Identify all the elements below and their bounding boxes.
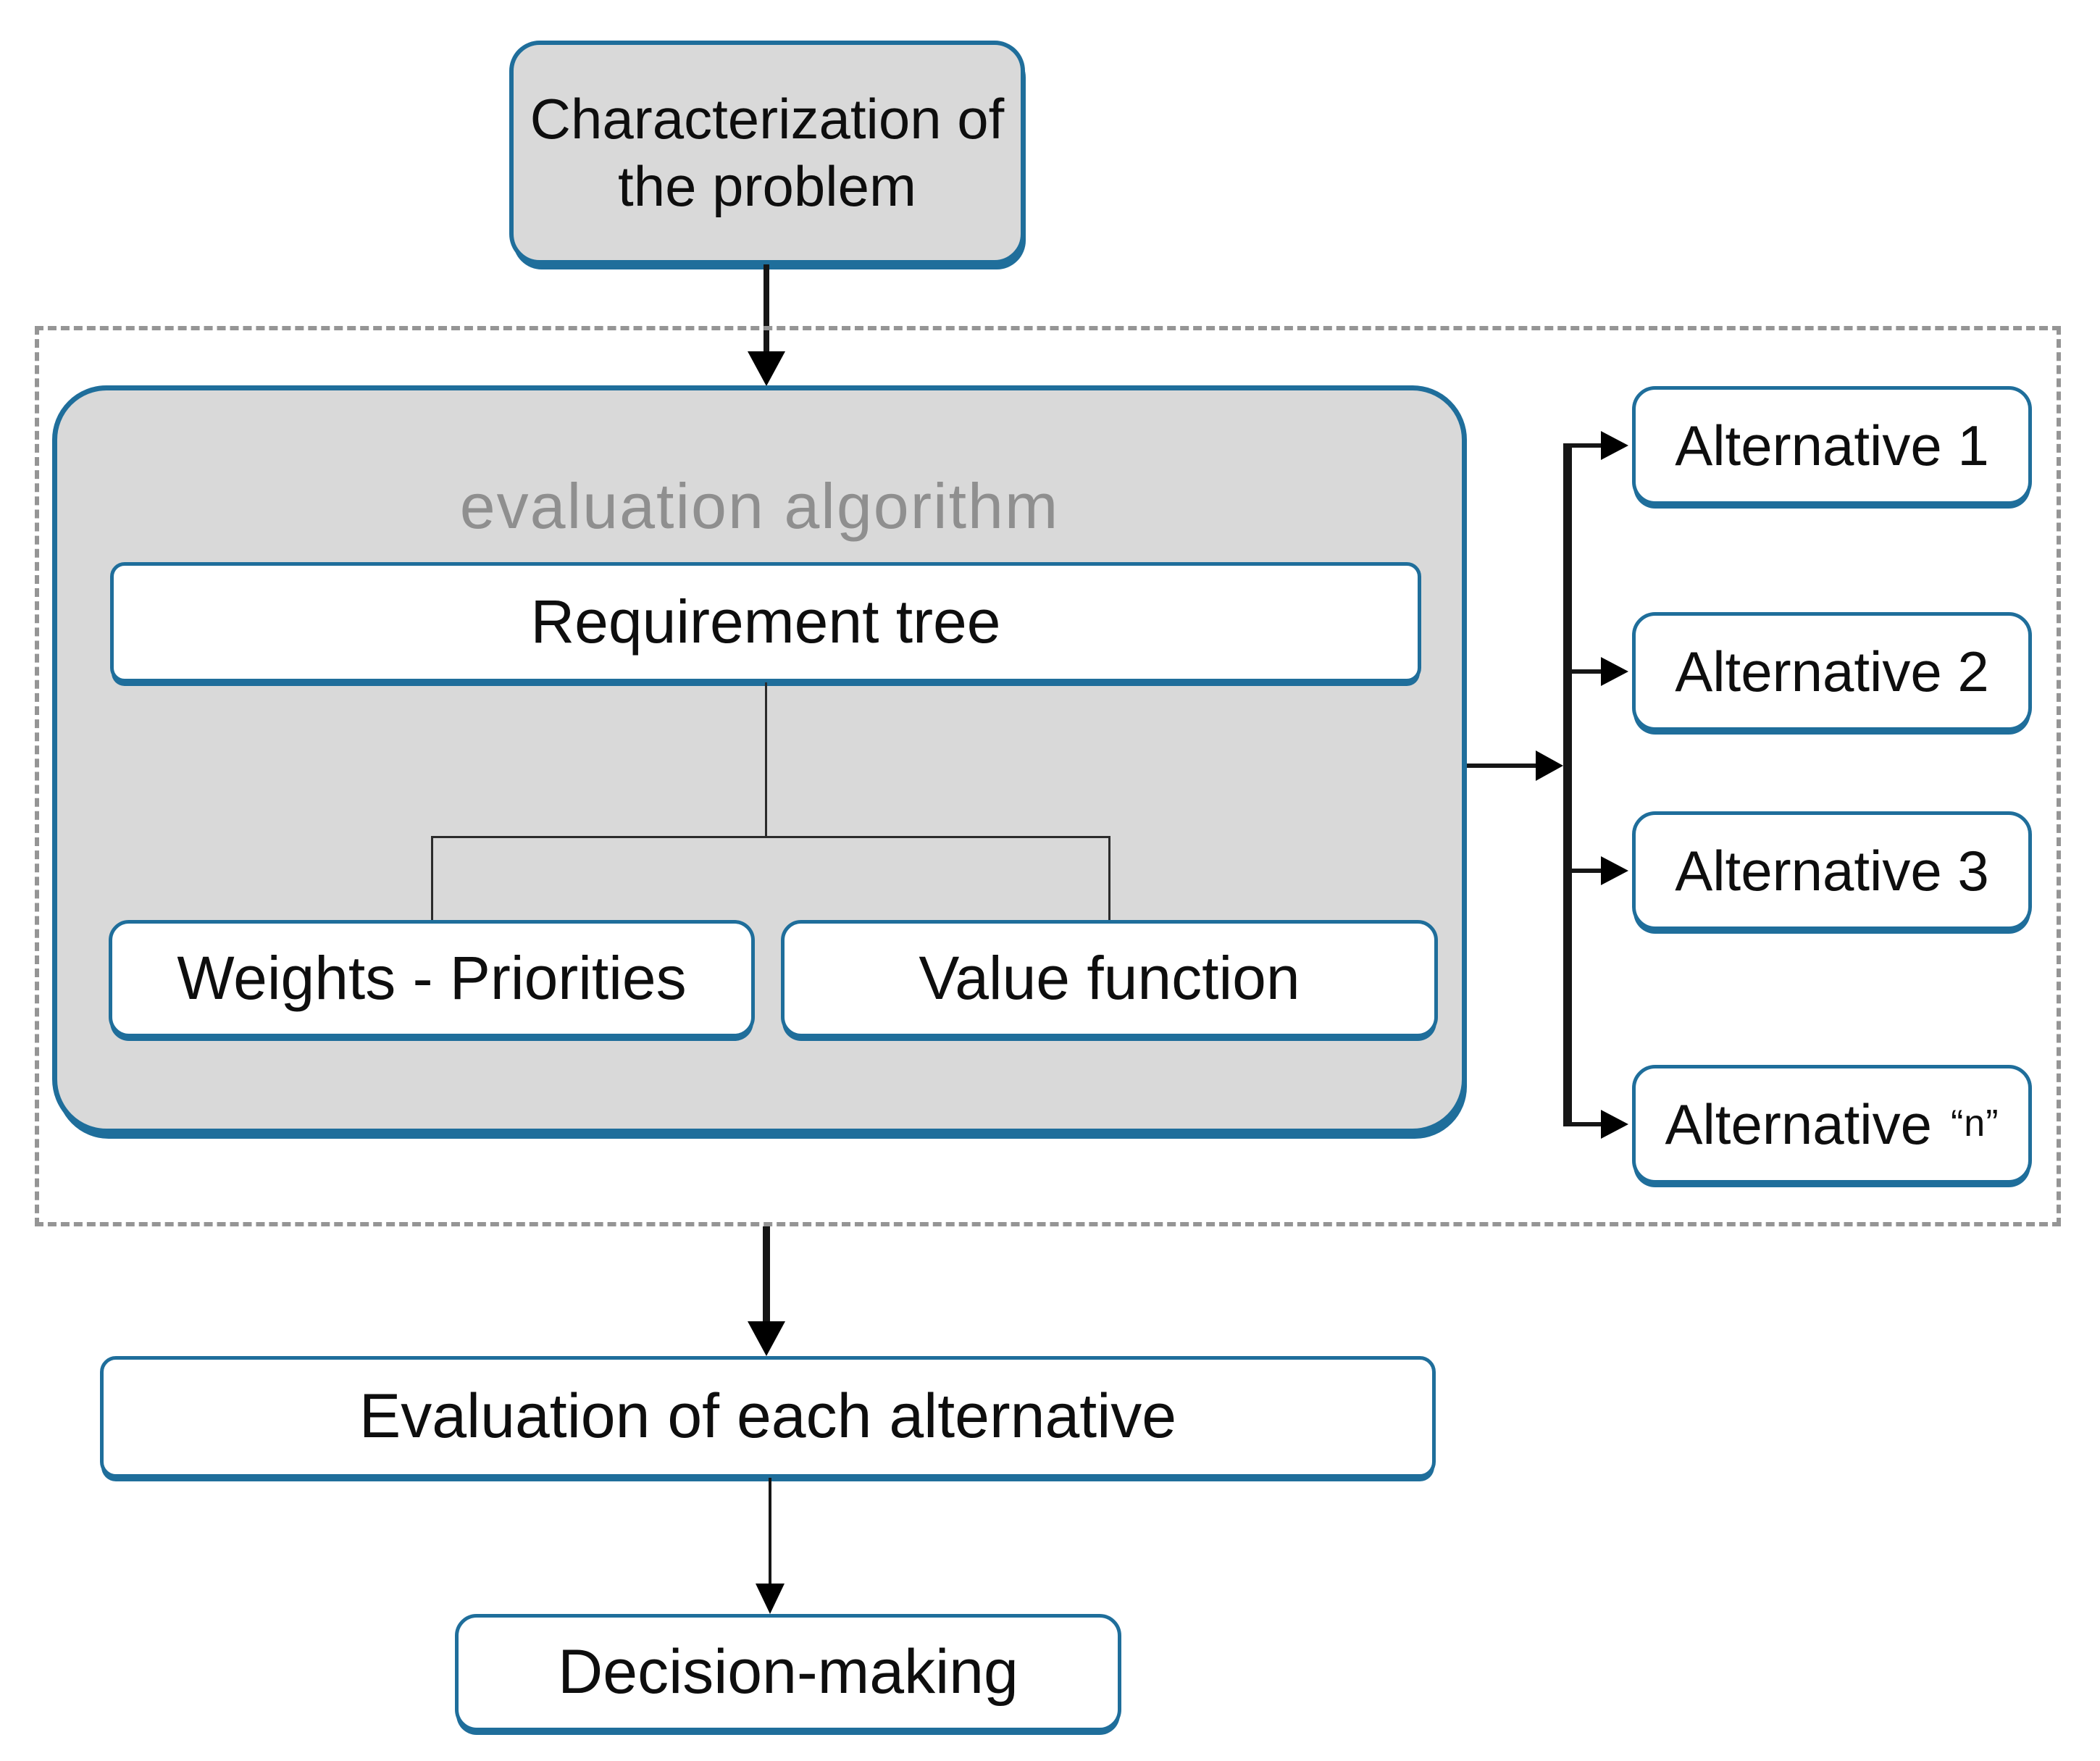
dashed-boundary — [35, 326, 2061, 1226]
decision-making-box: Decision-making — [455, 1614, 1121, 1731]
branch-head-alt-3 — [1601, 856, 1628, 885]
requirement-tree-box: Requirement tree — [110, 562, 1421, 682]
alternative-n-label: Alternative — [1665, 1092, 1932, 1156]
arrow-to-decision-head — [756, 1584, 785, 1614]
tree-connector-drop-right — [1108, 836, 1110, 920]
alternative-2-box: Alternative 2 — [1632, 612, 2032, 731]
alternative-3-box: Alternative 3 — [1632, 811, 2032, 930]
feeder-arrow-line — [1467, 764, 1537, 768]
branch-line-alt-n — [1568, 1122, 1602, 1126]
evaluation-of-each-alternative-box: Evaluation of each alternative — [100, 1356, 1436, 1478]
weights-priorities-label: Weights - Priorities — [177, 944, 687, 1013]
branch-line-alt-3 — [1568, 869, 1602, 873]
tree-connector-drop-left — [431, 836, 433, 920]
branch-head-alt-1 — [1601, 431, 1628, 460]
tree-connector-horizontal — [431, 836, 1110, 838]
decision-making-label: Decision-making — [558, 1637, 1018, 1707]
evaluation-of-each-alternative-label: Evaluation of each alternative — [359, 1381, 1177, 1452]
branch-line-alt-2 — [1568, 669, 1602, 674]
branch-head-alt-2 — [1601, 657, 1628, 686]
alternative-1-box: Alternative 1 — [1632, 386, 2032, 505]
arrow-to-evaluation-head — [748, 1321, 785, 1356]
evaluation-algorithm-label: evaluation algorithm — [459, 470, 1060, 542]
alternative-n-suffix: “n” — [1950, 1103, 1999, 1145]
value-function-box: Value function — [781, 920, 1438, 1037]
requirement-tree-label: Requirement tree — [530, 587, 1001, 656]
feeder-arrow-head — [1536, 750, 1563, 781]
arrow-top-to-algorithm-line — [764, 264, 769, 353]
characterization-box: Characterization of the problem — [509, 41, 1025, 264]
alternatives-trunk-line — [1563, 443, 1572, 1126]
branch-line-alt-1 — [1568, 443, 1602, 448]
weights-priorities-box: Weights - Priorities — [109, 920, 755, 1037]
alternative-2-label: Alternative 2 — [1675, 639, 1989, 703]
alternative-3-label: Alternative 3 — [1675, 838, 1989, 903]
arrow-to-evaluation-line — [763, 1226, 770, 1322]
alternative-1-label: Alternative 1 — [1675, 413, 1989, 477]
value-function-label: Value function — [919, 944, 1300, 1013]
arrow-to-decision-line — [769, 1478, 771, 1584]
tree-connector-stub — [765, 682, 767, 837]
branch-head-alt-n — [1601, 1110, 1628, 1139]
characterization-label: Characterization of the problem — [530, 87, 1005, 218]
arrow-top-to-algorithm-head — [748, 351, 785, 386]
alternative-n-box: Alternative “n” — [1632, 1065, 2032, 1184]
